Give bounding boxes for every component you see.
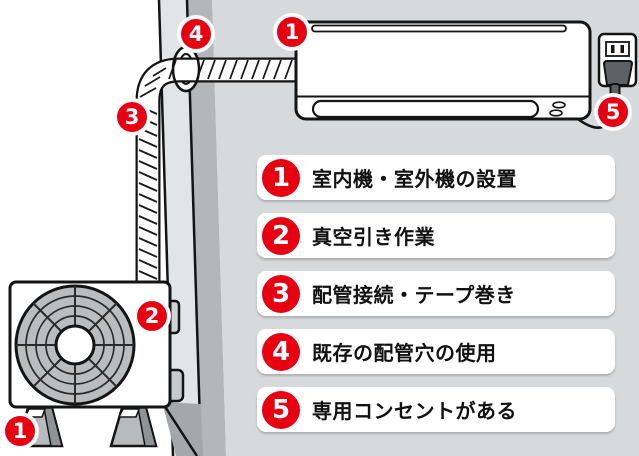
legend-item-2: 2 真空引き作業 bbox=[257, 213, 615, 258]
legend-label-4: 既存の配管穴の使用 bbox=[312, 343, 497, 365]
legend-item-5: 5 専用コンセントがある bbox=[257, 387, 615, 432]
marker-pipe-hole: 4 bbox=[181, 19, 211, 49]
plug bbox=[602, 60, 634, 86]
legend: 1 室内機・室外機の設置 2 真空引き作業 3 配管接続・テープ巻き 4 既存の… bbox=[257, 155, 615, 445]
legend-label-3: 配管接続・テープ巻き bbox=[312, 285, 516, 307]
legend-badge-5: 5 bbox=[262, 390, 300, 429]
outdoor-unit bbox=[8, 280, 185, 448]
marker-outlet: 5 bbox=[598, 97, 628, 127]
indoor-unit-top-vent bbox=[311, 24, 567, 33]
refrigerant-pipe bbox=[135, 45, 296, 284]
marker-pipe-taping: 3 bbox=[117, 102, 147, 132]
legend-item-3: 3 配管接続・テープ巻き bbox=[257, 271, 615, 316]
legend-badge-3: 3 bbox=[262, 274, 300, 313]
marker-vacuum-work: 2 bbox=[137, 301, 167, 331]
legend-label-2: 真空引き作業 bbox=[312, 227, 435, 249]
indoor-unit-louver bbox=[311, 99, 540, 119]
power-outlet bbox=[597, 32, 638, 98]
plug-neck bbox=[609, 83, 621, 98]
outdoor-unit-feet bbox=[15, 406, 158, 448]
legend-badge-2: 2 bbox=[262, 216, 300, 255]
legend-label-1: 室内機・室外機の設置 bbox=[312, 169, 517, 191]
legend-item-1: 1 室内機・室外機の設置 bbox=[257, 155, 615, 200]
legend-item-4: 4 既存の配管穴の使用 bbox=[257, 329, 615, 374]
indoor-unit-body bbox=[294, 20, 592, 121]
indoor-unit bbox=[294, 20, 616, 129]
legend-badge-1: 1 bbox=[262, 158, 300, 197]
wall-inner-band bbox=[187, 0, 226, 456]
marker-outdoor-unit: 1 bbox=[5, 416, 35, 446]
outlet-socket bbox=[605, 41, 630, 57]
fan-hub bbox=[54, 324, 96, 366]
legend-label-5: 専用コンセントがある bbox=[312, 401, 517, 423]
outdoor-unit-fan bbox=[14, 284, 136, 406]
legend-badge-4: 4 bbox=[262, 332, 300, 371]
indoor-unit-indicators bbox=[549, 101, 566, 117]
wall-base-shadow bbox=[162, 402, 203, 456]
pipe-tape-hatching bbox=[138, 59, 293, 280]
marker-indoor-unit: 1 bbox=[277, 17, 307, 47]
